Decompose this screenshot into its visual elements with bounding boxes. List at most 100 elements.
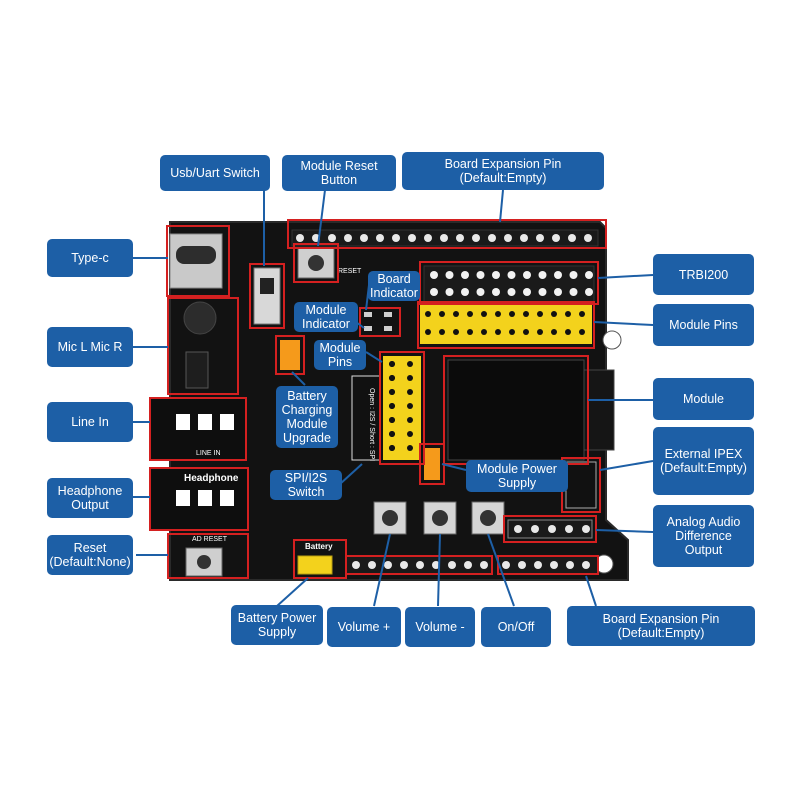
pin-hole <box>424 234 432 242</box>
pin-hole <box>585 271 593 279</box>
pin-hole <box>538 288 547 296</box>
callout-module-pins-center: Module Pins <box>314 340 366 370</box>
pin-hole <box>523 271 531 279</box>
pin-hole <box>518 561 526 569</box>
pin-hole <box>495 311 501 317</box>
headphone-pin <box>176 490 190 506</box>
pin-hole <box>360 234 368 242</box>
mic-pad <box>185 351 209 389</box>
callout-line-in: Line In <box>47 402 133 442</box>
pin-hole <box>534 561 542 569</box>
pin-hole <box>448 561 456 569</box>
pin-hole <box>389 445 395 451</box>
external-ipex-footprint <box>565 461 597 509</box>
pin-hole <box>507 271 516 279</box>
pin-hole <box>488 234 496 242</box>
silk-line-in: LINE IN <box>196 450 221 457</box>
callout-type-c: Type-c <box>47 239 133 277</box>
pin-hole <box>467 311 473 317</box>
callout-reset: Reset (Default:None) <box>47 535 133 575</box>
callout-module-indicator: Module Indicator <box>294 302 358 332</box>
microphone <box>183 301 217 335</box>
usb-uart-switch-slider <box>260 278 274 294</box>
pin-hole <box>536 234 544 242</box>
board-indicator-led <box>384 312 392 317</box>
callout-spi-i2s-switch: SPI/I2S Switch <box>270 470 342 500</box>
callout-module-reset-button: Module Reset Button <box>282 155 396 191</box>
highlight-reset-button <box>293 243 339 283</box>
module-pins-holes <box>425 311 585 335</box>
module-pins-vertical-holes <box>389 361 413 451</box>
on-off-button-cap <box>480 510 496 526</box>
pin-hole <box>481 329 487 335</box>
callout-volume-plus: Volume + <box>327 607 401 647</box>
pin-hole <box>550 561 558 569</box>
battery-charging-jumper <box>280 340 300 370</box>
volume-plus-button-cap <box>382 510 398 526</box>
analog-audio-pins <box>514 525 590 533</box>
highlight-module-pins-vertical <box>379 351 425 465</box>
pin-hole <box>407 403 413 409</box>
pin-hole <box>568 234 576 242</box>
silk-open-short: Open : I2S / Short : SPI <box>368 388 375 461</box>
pin-hole <box>389 431 395 437</box>
pin-hole <box>425 329 431 335</box>
pin-hole <box>439 311 445 317</box>
callout-battery-charging: Battery Charging Module Upgrade <box>276 386 338 448</box>
pin-hole <box>440 234 448 242</box>
silk-battery: Battery <box>305 542 333 551</box>
usb-uart-switch <box>253 267 281 325</box>
pin-hole <box>407 431 413 437</box>
pin-hole <box>425 311 431 317</box>
bottom-header-pins <box>352 561 590 569</box>
callout-external-ipex: External IPEX (Default:Empty) <box>653 427 754 495</box>
pin-hole <box>507 288 516 296</box>
pin-hole <box>565 525 573 533</box>
pin-hole <box>430 271 438 279</box>
highlight-indicators <box>359 307 401 337</box>
pin-hole <box>565 329 571 335</box>
pin-hole <box>461 271 469 279</box>
pin-hole <box>481 311 487 317</box>
callout-module: Module <box>653 378 754 420</box>
pin-hole <box>569 288 578 296</box>
pin-hole <box>389 361 395 367</box>
pin-hole <box>584 234 592 242</box>
callout-board-indicator: Board Indicator <box>368 271 420 301</box>
pin-hole <box>445 288 454 296</box>
highlight-trbi200 <box>419 261 599 305</box>
pin-hole <box>376 234 384 242</box>
callout-mic: Mic L Mic R <box>47 327 133 367</box>
pin-hole <box>389 389 395 395</box>
pin-hole <box>476 271 485 279</box>
pin-hole <box>400 561 408 569</box>
pin-hole <box>492 288 500 296</box>
pin-hole <box>432 561 440 569</box>
silk-ad-reset: AD RESET <box>192 536 228 543</box>
pin-hole <box>585 288 593 296</box>
pin-hole <box>569 271 578 279</box>
callout-module-power-supply: Module Power Supply <box>466 460 568 492</box>
pin-hole <box>467 329 473 335</box>
pin-hole <box>579 311 585 317</box>
pin-hole <box>407 361 413 367</box>
pin-hole <box>537 311 543 317</box>
volume-minus-button-cap <box>432 510 448 526</box>
leader-lines <box>108 189 654 607</box>
highlight-top-header <box>287 219 607 249</box>
highlight-charging <box>275 335 305 375</box>
pin-hole <box>408 234 416 242</box>
callout-analog-audio: Analog Audio Difference Output <box>653 505 754 567</box>
bottom-expansion-header-right <box>497 555 599 575</box>
pin-hole <box>344 234 352 242</box>
line-in-pin <box>198 414 212 430</box>
pin-hole <box>296 234 304 242</box>
highlight-analog <box>503 515 597 543</box>
pin-hole <box>453 329 459 335</box>
module-indicator-led <box>364 326 372 331</box>
pin-hole <box>504 234 512 242</box>
pin-hole <box>392 234 400 242</box>
pin-hole <box>407 445 413 451</box>
pin-hole <box>582 561 590 569</box>
pin-hole <box>523 288 531 296</box>
